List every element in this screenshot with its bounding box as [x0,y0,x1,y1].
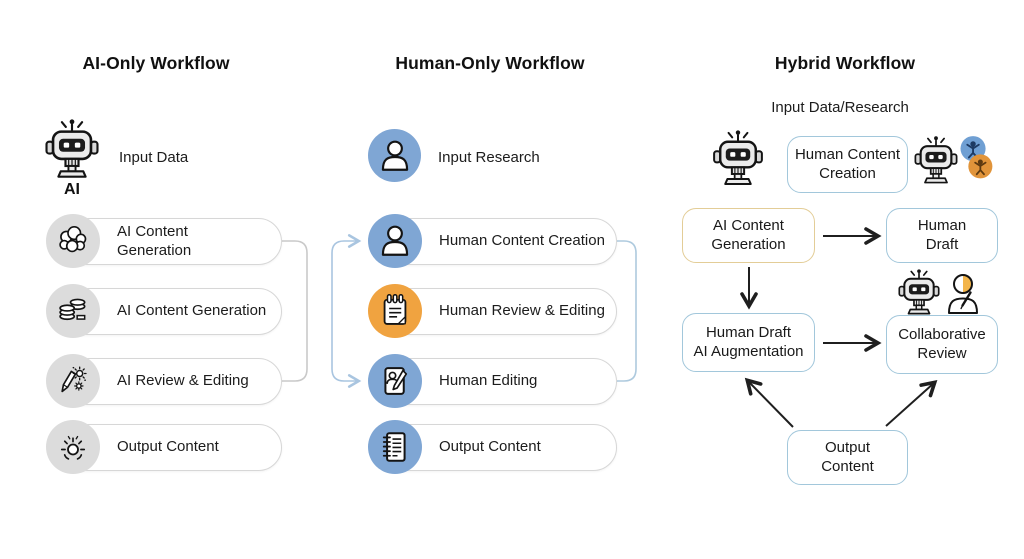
human-step-label: Human Editing [439,372,538,390]
human-output-bracket [617,240,637,382]
notebook-icon [368,420,422,474]
marker-gears-icon [46,354,100,408]
ai-step-label: AI Content Generation [117,302,267,320]
ai-robot-caption: AI [64,181,80,198]
hybrid-workflow-title: Hybrid Workflow [774,53,916,73]
hybrid-node-ai-content-generation: AI Content Generation [682,208,815,263]
robot-icon [43,118,101,182]
hybrid-node-output-content: Output Content [787,430,908,485]
burst-output-icon [46,420,100,474]
notepad-icon [368,284,422,338]
person-pencil-document-icon [368,354,422,408]
arrow-output-to-augmentation [744,377,794,428]
human-input-arrow-top [331,234,362,300]
human-input-label: Input Research [438,149,540,166]
human-input-arrow-bottom [331,300,362,388]
ai-step-label: AI Review & Editing [117,372,249,390]
ai-workflow-title: AI-Only Workflow [82,53,230,73]
ai-input-label: Input Data [119,149,189,166]
human-step-label: Output Content [439,438,541,456]
person-icon [368,129,421,182]
ai-output-bracket [282,240,308,382]
robot-icon [711,129,765,189]
hybrid-node-collaborative-review: Collaborative Review [886,315,998,374]
ai-step-label: AI Content Generation [117,223,192,259]
robot-and-humans-collaboration-icon [914,135,993,184]
hybrid-node-human-draft: Human Draft [886,208,998,263]
human-step-label: Human Review & Editing [439,302,605,320]
person-icon [368,214,422,268]
human-step-label: Human Content Creation [439,232,605,250]
ai-step-label: Output Content [117,438,219,456]
robot-and-human-writer-icon [898,268,979,315]
hybrid-node-human-draft-ai-augmentation: Human Draft AI Augmentation [682,313,815,372]
hybrid-input-label: Input Data/Research [771,99,909,116]
arrow-output-to-review [885,379,938,427]
human-workflow-title: Human-Only Workflow [395,53,585,73]
cloud-puffs-icon [46,214,100,268]
coin-stack-icon [46,284,100,338]
hybrid-node-human-content-creation: Human Content Creation [787,136,908,193]
